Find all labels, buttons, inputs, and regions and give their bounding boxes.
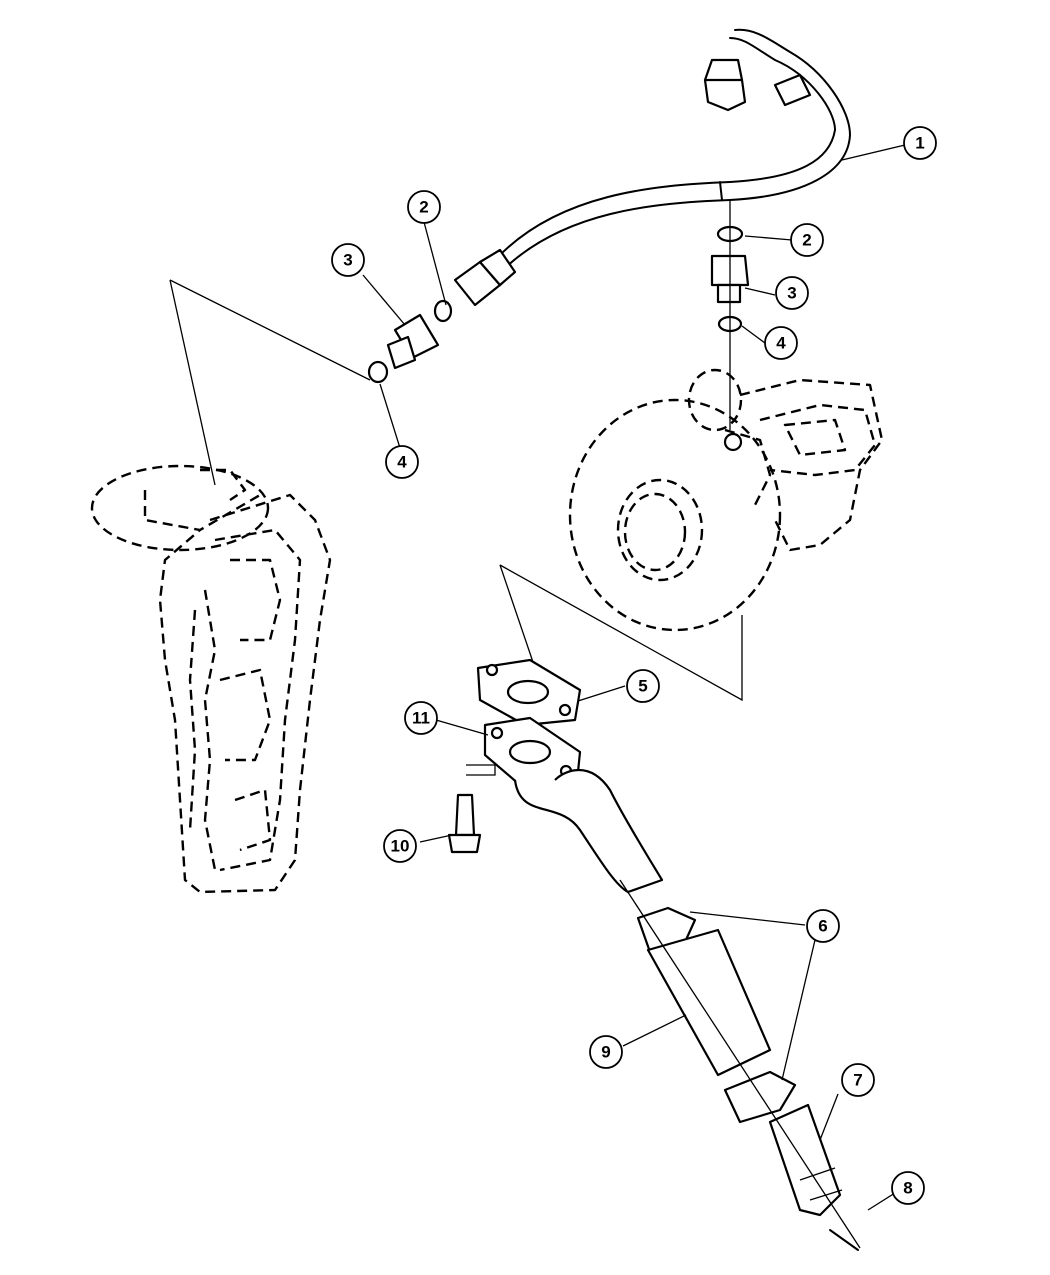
callout-label: 7 bbox=[853, 1071, 862, 1090]
callout-label: 5 bbox=[638, 677, 647, 696]
oil-supply-line bbox=[453, 28, 851, 307]
oil-drain-assembly bbox=[447, 564, 861, 1251]
callout-label: 9 bbox=[601, 1043, 610, 1062]
callout-7: 7 bbox=[841, 1063, 875, 1097]
callout-label: 1 bbox=[915, 134, 924, 153]
engine-block-outline bbox=[90, 464, 332, 894]
callout-label: 4 bbox=[776, 334, 786, 353]
callout-label: 3 bbox=[343, 251, 352, 270]
callout-label: 2 bbox=[419, 198, 428, 217]
callout-2-right: 2 bbox=[790, 223, 824, 257]
callout-4-left: 4 bbox=[385, 445, 419, 479]
callout-10: 10 bbox=[383, 829, 417, 863]
callout-9: 9 bbox=[589, 1035, 623, 1069]
callout-3-right: 3 bbox=[775, 276, 809, 310]
leader-lines bbox=[362, 144, 906, 1211]
callout-5: 5 bbox=[626, 669, 660, 703]
callout-label: 11 bbox=[412, 709, 430, 728]
callout-label: 2 bbox=[802, 231, 811, 250]
callout-2-left: 2 bbox=[407, 190, 441, 224]
turbocharger-outline bbox=[568, 368, 884, 632]
callout-8: 8 bbox=[891, 1171, 925, 1205]
callout-4-right: 4 bbox=[764, 326, 798, 360]
callout-label: 8 bbox=[903, 1179, 912, 1198]
left-fitting-group bbox=[169, 279, 453, 486]
callout-1: 1 bbox=[903, 126, 937, 160]
callout-6: 6 bbox=[806, 909, 840, 943]
right-fitting-group bbox=[710, 200, 750, 430]
callout-label: 10 bbox=[391, 837, 410, 856]
turbo-oil-port bbox=[723, 432, 743, 452]
callout-3-left: 3 bbox=[331, 243, 365, 277]
callout-label: 4 bbox=[397, 453, 407, 472]
callout-label: 3 bbox=[787, 284, 796, 303]
callout-label: 6 bbox=[818, 917, 827, 936]
callout-11: 11 bbox=[404, 701, 438, 735]
